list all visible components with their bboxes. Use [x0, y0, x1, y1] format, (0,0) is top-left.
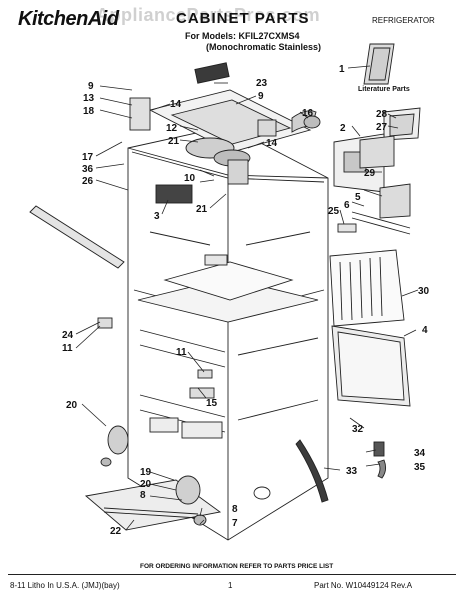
literature-parts: [363, 43, 421, 141]
callout-21-middle: 21: [196, 204, 208, 215]
callout-15: 15: [206, 398, 218, 409]
callout-5: 5: [355, 192, 361, 203]
models-line: For Models: KFIL27CXMS4: [185, 31, 300, 41]
control-assemblies: [333, 133, 411, 235]
callout-34: 34: [414, 448, 426, 459]
callout-22: 22: [110, 526, 122, 537]
callout-21-top: 21: [168, 136, 180, 147]
callout-20-bottom: 20: [140, 479, 152, 490]
callout-36: 36: [82, 164, 94, 175]
callout-11-left: 11: [62, 343, 73, 354]
brand-logo: KitchenAid: [18, 8, 119, 30]
callout-12: 12: [166, 123, 178, 134]
callout-17: 17: [82, 152, 94, 163]
callout-8-bottom-left: 8: [140, 490, 146, 501]
callout-6: 6: [344, 200, 350, 211]
print-info: 8-11 Litho In U.S.A. (JMJ)(bay): [10, 581, 120, 590]
callout-labels: 1 2 3 4 5 6 7 8 8 9 9 10 11 11 12 13 14 …: [62, 64, 430, 537]
callout-2: 2: [340, 123, 346, 134]
callout-23: 23: [256, 78, 268, 89]
callout-19: 19: [140, 467, 152, 478]
callout-10: 10: [184, 173, 196, 184]
rear-panels: [329, 249, 411, 407]
top-machine-assembly: [129, 62, 321, 185]
callout-30: 30: [418, 286, 430, 297]
callout-27: 27: [376, 122, 388, 133]
callout-20-left: 20: [66, 400, 78, 411]
callout-13: 13: [83, 93, 95, 104]
callout-4: 4: [422, 325, 428, 336]
page-number: 1: [228, 581, 233, 590]
callout-14-left: 14: [170, 99, 182, 110]
finish-line: (Monochromatic Stainless): [206, 42, 322, 52]
callout-7: 7: [232, 518, 238, 529]
leader-lines: [75, 65, 419, 531]
cabinet-body: [127, 125, 329, 541]
callout-11-center: 11: [176, 347, 187, 358]
callout-3: 3: [154, 211, 160, 222]
footer-divider: [8, 574, 456, 575]
callout-14-right: 14: [266, 138, 278, 149]
callout-25: 25: [328, 206, 340, 217]
page-title: CABINET PARTS: [176, 10, 310, 27]
callout-29: 29: [364, 168, 376, 179]
callout-16: 16: [302, 108, 314, 119]
callout-28: 28: [376, 109, 388, 120]
callout-9-right: 9: [258, 91, 264, 102]
callout-35: 35: [414, 462, 426, 473]
callout-18: 18: [83, 106, 95, 117]
watermark: AppliancePartsPros.com: [96, 5, 321, 25]
callout-32: 32: [352, 424, 364, 435]
callout-9-left: 9: [88, 81, 94, 92]
callout-33: 33: [346, 466, 358, 477]
ordering-note: FOR ORDERING INFORMATION REFER TO PARTS …: [140, 563, 334, 570]
callout-8-bottom-right: 8: [232, 504, 238, 515]
appliance-type: REFRIGERATOR: [372, 16, 435, 25]
part-number: Part No. W10449124 Rev.A: [314, 581, 413, 590]
callout-26: 26: [82, 176, 94, 187]
literature-parts-label: Literature Parts: [358, 86, 410, 93]
callout-1: 1: [339, 64, 345, 75]
callout-24: 24: [62, 330, 74, 341]
